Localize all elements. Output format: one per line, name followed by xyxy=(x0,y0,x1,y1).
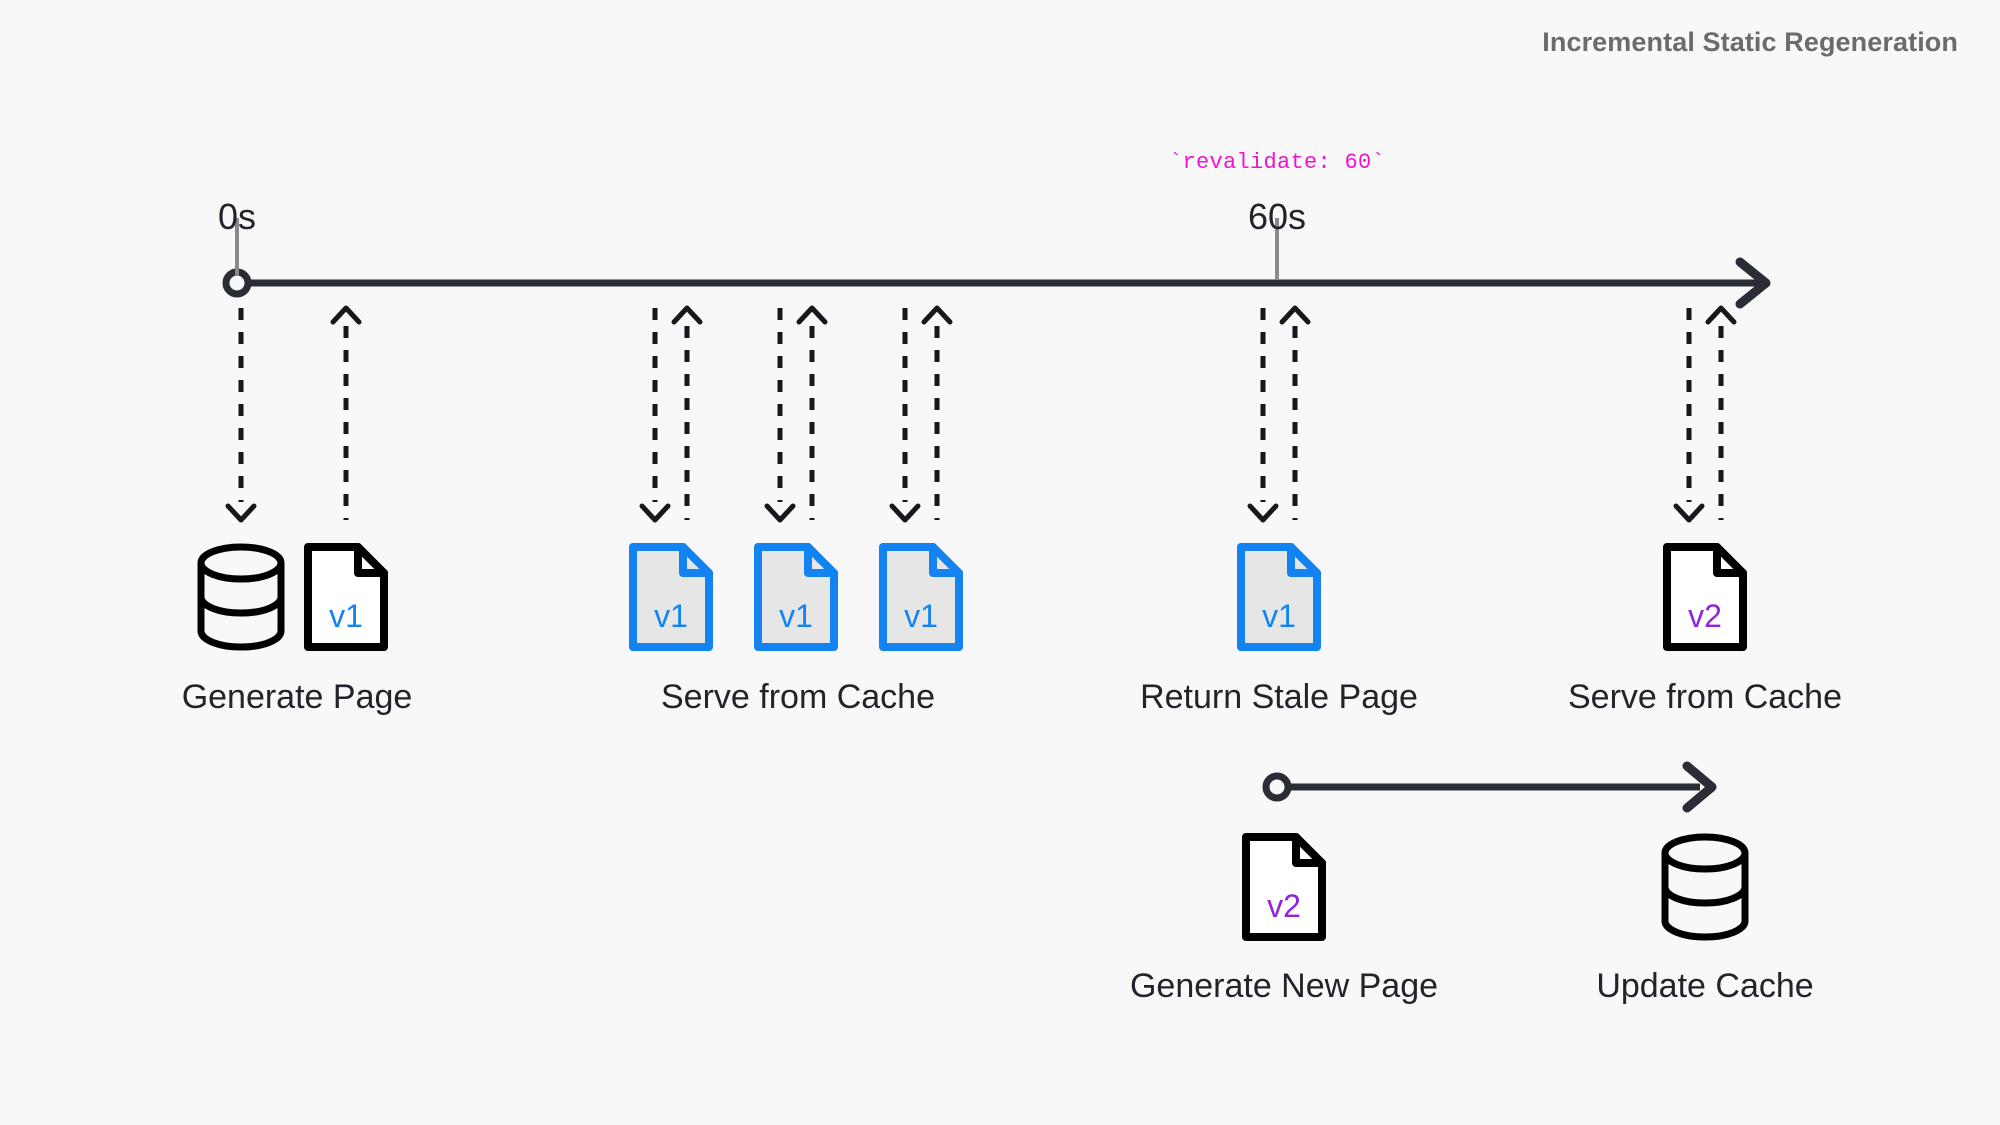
timeline-tick-marks xyxy=(235,218,1279,280)
timeline-tick-label-60s: 60s xyxy=(1247,196,1307,237)
dashed-arrow-down xyxy=(1247,308,1279,523)
step-caption-3: Serve from Cache xyxy=(1568,678,1842,716)
dashed-connector-layer xyxy=(225,305,1737,523)
step-caption-0: Generate Page xyxy=(181,678,413,716)
file-version-label: v2 xyxy=(1267,888,1301,924)
file-version-label: v1 xyxy=(779,598,813,634)
dashed-arrow-up xyxy=(921,305,953,520)
file-icon: v1 xyxy=(883,547,959,647)
main-timeline-axis xyxy=(222,257,1771,309)
dashed-arrow-down xyxy=(764,308,796,523)
dashed-arrow-up xyxy=(330,305,362,520)
regeneration-icon-layer: v2 xyxy=(1246,837,1745,937)
step-caption-1: Serve from Cache xyxy=(661,678,935,716)
file-icon: v2 xyxy=(1667,547,1743,647)
dashed-arrow-down xyxy=(639,308,671,523)
regeneration-timeline-axis xyxy=(1262,761,1717,813)
file-version-label: v1 xyxy=(329,598,363,634)
dashed-arrow-up xyxy=(1279,305,1311,520)
icon-layer: v1 v1 v1 v1 v1 v2 xyxy=(201,547,1743,647)
dashed-arrow-down xyxy=(889,308,921,523)
regen-step-caption-1: Update Cache xyxy=(1596,967,1814,1005)
revalidate-annotation: `revalidate: 60` xyxy=(1168,150,1386,175)
dashed-arrow-up xyxy=(796,305,828,520)
file-icon: v1 xyxy=(758,547,834,647)
regen-step-caption-0: Generate New Page xyxy=(1129,967,1439,1005)
file-version-label: v1 xyxy=(654,598,688,634)
database-icon xyxy=(1665,837,1745,937)
dashed-arrow-up xyxy=(1705,305,1737,520)
dashed-arrow-down xyxy=(225,308,257,523)
dashed-arrow-down xyxy=(1673,308,1705,523)
file-icon: v1 xyxy=(308,547,384,647)
file-version-label: v1 xyxy=(1262,598,1296,634)
dashed-arrow-up xyxy=(671,305,703,520)
database-icon xyxy=(201,547,281,647)
file-version-label: v2 xyxy=(1688,598,1722,634)
file-icon: v2 xyxy=(1246,837,1322,937)
timeline-tick-label-0s: 0s xyxy=(217,196,257,237)
file-icon: v1 xyxy=(1241,547,1317,647)
page-title: Incremental Static Regeneration xyxy=(1542,27,1958,57)
file-version-label: v1 xyxy=(904,598,938,634)
file-icon: v1 xyxy=(633,547,709,647)
step-caption-2: Return Stale Page xyxy=(1140,678,1418,716)
